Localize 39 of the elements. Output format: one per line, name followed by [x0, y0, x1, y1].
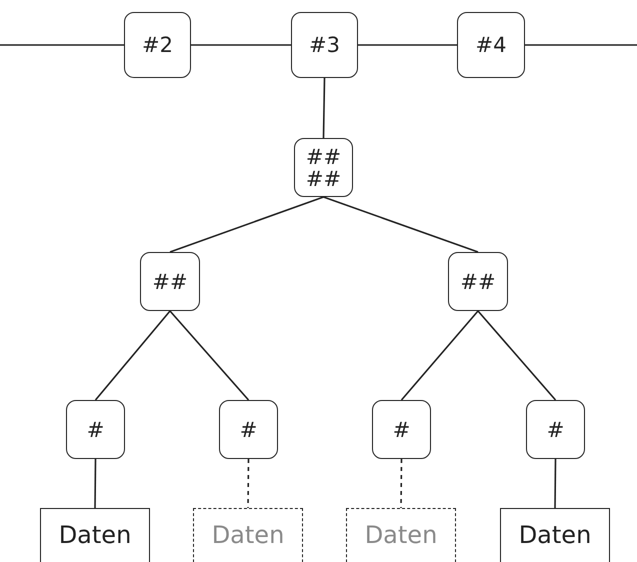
connector-line: [525, 44, 637, 46]
node-text: #4: [476, 34, 506, 56]
node-text: Daten: [518, 521, 592, 549]
hash-node: [219, 400, 278, 459]
connector-line: [323, 196, 478, 253]
hash-node: [294, 138, 353, 197]
node-text: Daten: [364, 521, 438, 549]
node-text: ##: [152, 270, 188, 292]
node-text: ##: [460, 270, 496, 292]
dashed-connector-line: [400, 459, 402, 508]
node-text: #: [86, 418, 104, 440]
connector-line: [358, 44, 457, 46]
hash-node: [66, 400, 125, 459]
connector-line: [477, 310, 556, 401]
hash-node: [448, 252, 508, 311]
connector-line: [170, 196, 324, 253]
connector-line: [554, 459, 556, 508]
node-text: Daten: [58, 521, 132, 549]
node-text: #2: [142, 34, 173, 56]
connector-line: [0, 44, 124, 46]
connector-line: [400, 310, 479, 401]
connector-line: [94, 459, 96, 508]
node-text: #3: [309, 34, 340, 56]
hash-node: [124, 12, 191, 78]
node-text: #: [240, 418, 258, 440]
node-text: Daten: [212, 521, 284, 549]
connector-line: [169, 310, 250, 401]
connector-line: [322, 78, 326, 138]
connector-line: [94, 310, 171, 401]
node-text: ## ##: [304, 146, 342, 190]
hash-node: [372, 400, 431, 459]
hash-node: [526, 400, 585, 459]
hash-node: [457, 12, 525, 78]
dashed-connector-line: [247, 459, 250, 508]
node-text: #: [546, 418, 564, 440]
hash-node: [140, 252, 200, 311]
node-text: #: [392, 418, 410, 440]
hash-node: [291, 12, 358, 78]
connector-line: [191, 44, 291, 46]
